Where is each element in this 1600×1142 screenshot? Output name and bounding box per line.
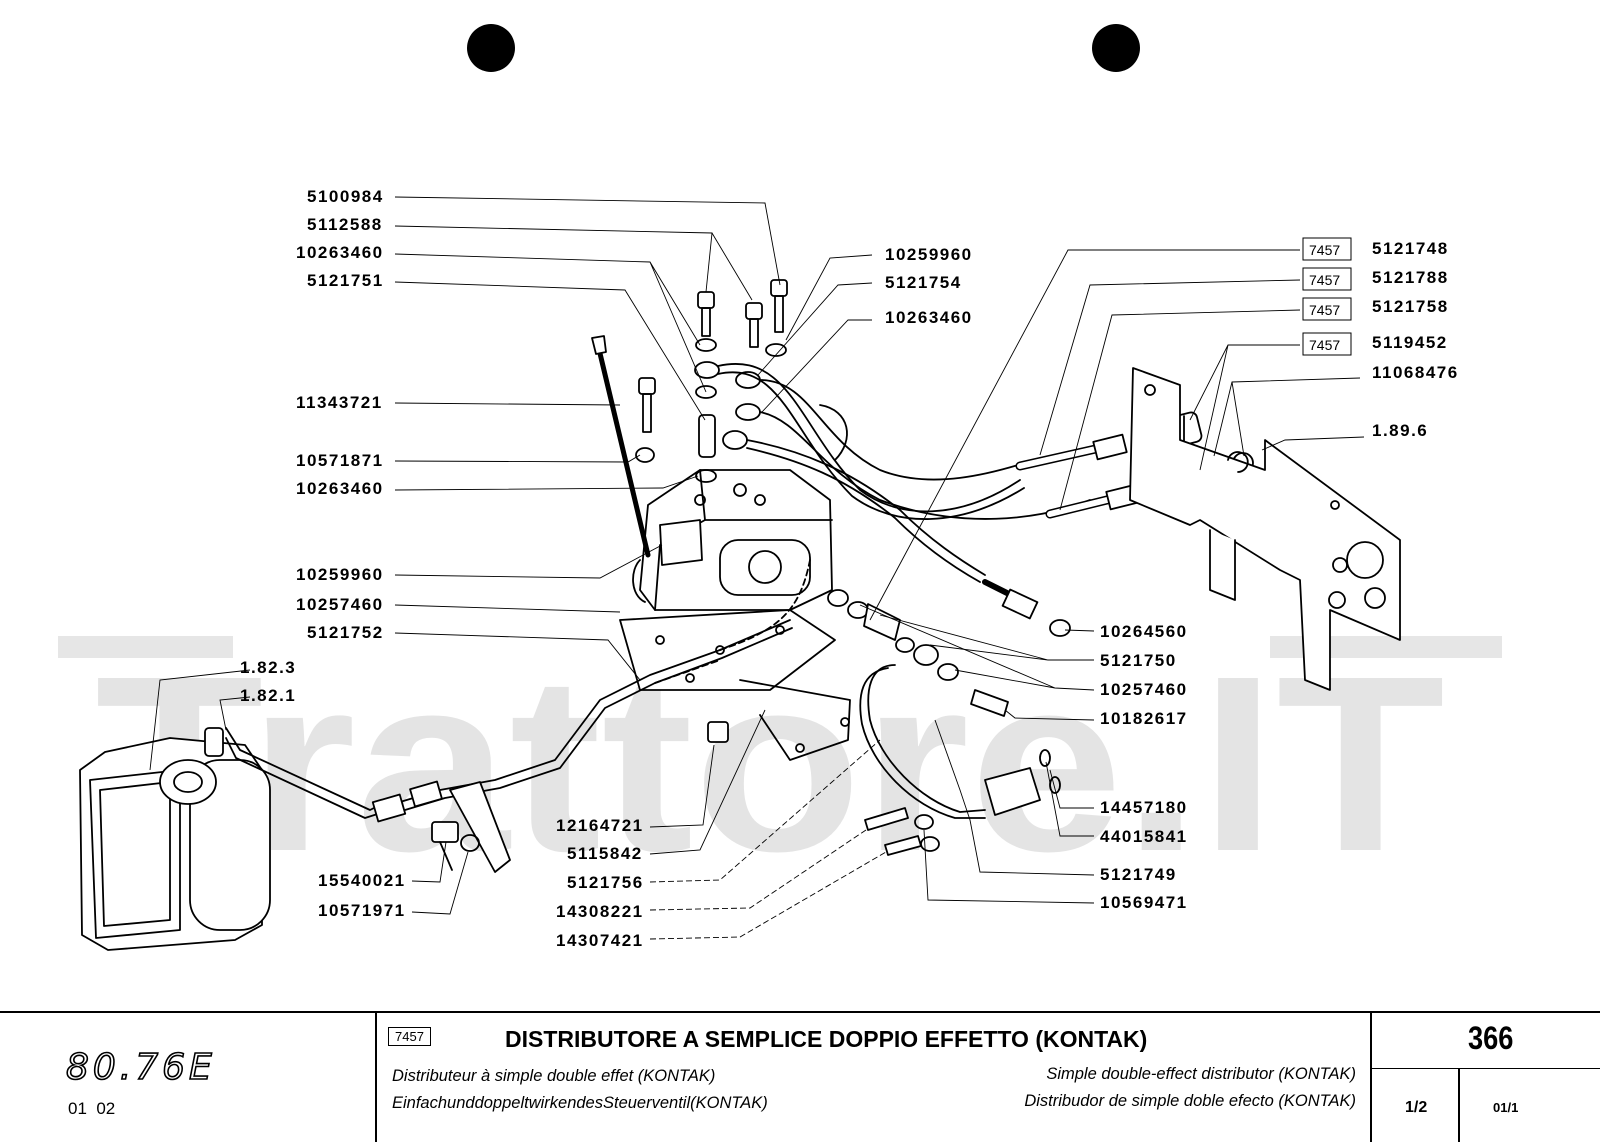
part-label: 5121748 [1372,239,1449,258]
part-labels-top: 10259960 5121754 10263460 [885,245,973,327]
part-label: 5121758 [1372,297,1449,316]
part-label: 5121756 [567,873,644,892]
sheet-number: 1/2 [1405,1099,1428,1116]
part-label: 10571871 [296,451,384,470]
title-block-divider [375,1011,377,1142]
leader-lines [149,196,1365,940]
title-block-divider [1370,1068,1600,1069]
washers [635,338,787,483]
subtitle-spanish: Distribudor de simple doble efecto (KONT… [1024,1092,1356,1110]
kit-tag-box [1302,297,1352,321]
title-block-top-rule [0,1011,1600,1013]
part-label: 10259960 [885,245,973,264]
part-label: 14457180 [1100,798,1188,817]
part-label: 10571971 [318,901,406,920]
lever-rod [591,335,651,558]
lower-fittings [707,579,1071,856]
part-label: 5115842 [567,844,643,863]
part-label: 10263460 [296,479,384,498]
part-label: 5112588 [307,215,383,234]
part-label: 10182617 [1100,709,1188,728]
kit-tag: 7457 [1309,337,1340,353]
subtitle-english: Simple double-effect distributor (KONTAK… [1046,1065,1356,1083]
return-line [371,559,811,873]
part-label: 5121749 [1100,865,1177,884]
subtitle-german: EinfachunddoppeltwirkendesSteuerventil(K… [392,1094,768,1112]
part-label: 10263460 [885,308,973,327]
group-code-box: 7457 [388,1027,431,1046]
revision-code: 01/1 [1493,1100,1519,1115]
valve-body [632,404,848,611]
part-label: 1.82.3 [240,658,296,677]
part-label: 5121751 [307,271,384,290]
part-label: 15540021 [318,871,406,890]
title-block-divider [1458,1068,1460,1142]
part-label: 5121788 [1372,268,1449,287]
parts-drawing [79,279,1401,951]
hydraulic-pipes [694,361,1141,583]
part-label: 5100984 [307,187,384,206]
part-label: 11343721 [296,393,383,412]
part-label: 11068476 [1372,363,1459,382]
title-block-divider [1370,1011,1372,1142]
part-label: 10263460 [296,243,384,262]
mounting-plate [619,609,851,761]
part-labels-left: 5100984 5112588 10263460 5121751 1134372… [240,187,644,950]
binder-hole-right [1092,24,1140,72]
coupler-bracket [1129,367,1401,691]
watermark-band-left [58,636,233,658]
title-block: 80.76E 01 02 7457 DISTRIBUTORE A SEMPLIC… [0,1011,1600,1142]
kit-tag: 7457 [1309,242,1340,258]
page-number: 366 [1468,1020,1514,1056]
part-label: 44015841 [1100,827,1188,846]
page-title: DISTRIBUTORE A SEMPLICE DOPPIO EFFETTO (… [505,1026,1148,1052]
kit-tag-box [1302,332,1352,356]
part-label: 5121750 [1100,651,1177,670]
variant-codes: 01 02 [68,1099,116,1118]
part-label: 1.82.1 [240,686,296,705]
kit-tags: 7457 7457 7457 7457 [1302,237,1352,356]
part-label: 5121754 [885,273,962,292]
kit-tag-box [1302,267,1352,291]
part-label: 10259960 [296,565,384,584]
kit-tag: 7457 [1309,302,1340,318]
part-label: 10257460 [1100,680,1188,699]
model-code: 80.76E [65,1046,216,1089]
binder-hole-left [467,24,515,72]
part-labels-right: 5121748 5121788 5121758 5119452 11068476… [1100,239,1459,912]
part-label: 5121752 [307,623,384,642]
part-label: 10257460 [296,595,384,614]
part-label: 5119452 [1372,333,1448,352]
kit-tag: 7457 [1309,272,1340,288]
circlip [1227,451,1249,473]
part-label: 10569471 [1100,893,1188,912]
part-label: 14308221 [556,902,644,921]
part-label: 1.89.6 [1372,421,1428,440]
subtitle-french: Distributeur à simple double effet (KONT… [392,1067,716,1085]
part-label: 12164721 [556,816,644,835]
kit-tag-box [1302,237,1352,261]
part-label: 14307421 [556,931,644,950]
part-label: 10264560 [1100,622,1188,641]
